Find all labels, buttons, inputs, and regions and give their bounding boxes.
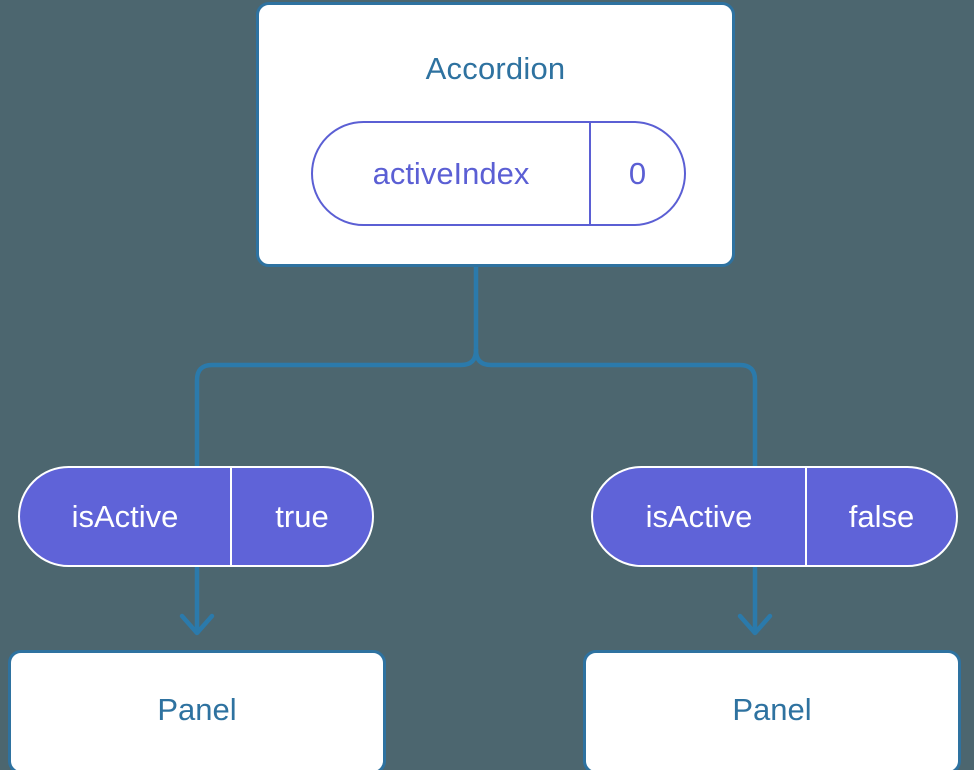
prop-pill-right-value: false: [848, 498, 915, 534]
prop-pill-left[interactable]: isActive true: [18, 466, 374, 567]
connector-branch-left: [194, 347, 479, 469]
prop-pill-right-key: isActive: [593, 468, 807, 565]
connector-branch-right: [473, 347, 758, 469]
prop-pill-right[interactable]: isActive false: [591, 466, 958, 567]
panel-card-right-title: Panel: [732, 691, 812, 727]
prop-pill-left-key: isActive: [20, 468, 232, 565]
panel-card-left[interactable]: Panel: [8, 650, 386, 770]
connector-arrow-left-head: [179, 613, 215, 636]
prop-pill-left-value: true: [275, 498, 329, 534]
panel-card-right[interactable]: Panel: [583, 650, 961, 770]
accordion-state-pill[interactable]: activeIndex 0: [311, 121, 686, 226]
connector-arrow-right-head: [737, 613, 773, 636]
panel-card-left-title: Panel: [157, 691, 237, 727]
accordion-card[interactable]: Accordion activeIndex 0: [256, 2, 735, 267]
accordion-state-key: activeIndex: [313, 123, 591, 224]
accordion-card-title: Accordion: [425, 51, 566, 86]
accordion-state-value: 0: [628, 155, 647, 191]
